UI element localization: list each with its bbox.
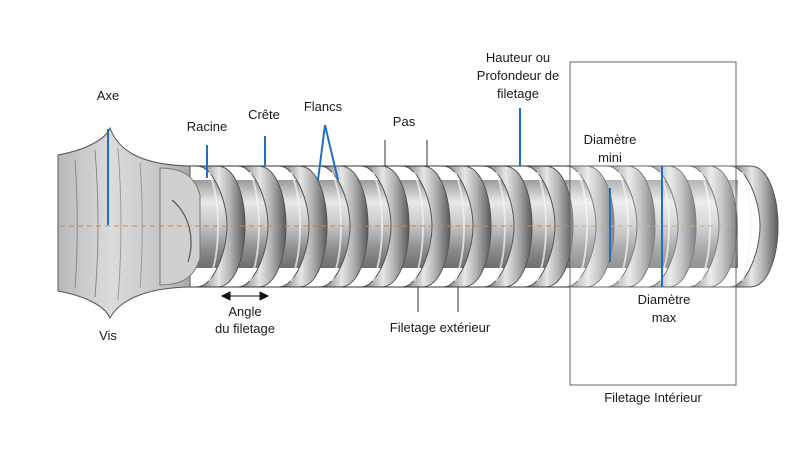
label-diametre-mini-line2: mini [598, 150, 622, 165]
label-filetage-exterieur: Filetage extérieur [390, 320, 491, 335]
thread-crest [729, 165, 779, 288]
label-hauteur-line1: Hauteur ou [486, 50, 550, 65]
angle-arrow [220, 291, 270, 301]
dark-callouts [384, 140, 459, 312]
internal-thread-box [569, 61, 737, 386]
thread-highlight [454, 171, 465, 282]
label-diametre-mini-line1: Diamètre [584, 132, 637, 147]
thread-highlight [659, 171, 670, 282]
label-filetage-interieur: Filetage Intérieur [604, 390, 702, 405]
flancs-callout-line-right [324, 124, 339, 181]
label-racine: Racine [187, 119, 227, 134]
label-diametre-max-line2: max [652, 310, 677, 325]
label-hauteur-line3: filetage [497, 86, 539, 101]
label-diametre-max-line1: Diamètre [638, 292, 691, 307]
thread-crests [196, 165, 779, 288]
label-angle-line2: du filetage [215, 321, 275, 336]
label-pas: Pas [393, 114, 416, 129]
label-axe: Axe [97, 88, 119, 103]
thread-highlight [290, 171, 301, 282]
blue-callouts [107, 108, 663, 287]
thread-highlight [536, 171, 547, 282]
thread-highlight [741, 171, 752, 282]
flancs-callout-line-left [317, 124, 326, 181]
thread-highlight [372, 171, 383, 282]
label-crete: Crête [248, 107, 280, 122]
label-flancs: Flancs [304, 99, 343, 114]
label-vis: Vis [99, 328, 117, 343]
label-angle-line1: Angle [228, 304, 261, 319]
label-hauteur-line2: Profondeur de [477, 68, 559, 83]
